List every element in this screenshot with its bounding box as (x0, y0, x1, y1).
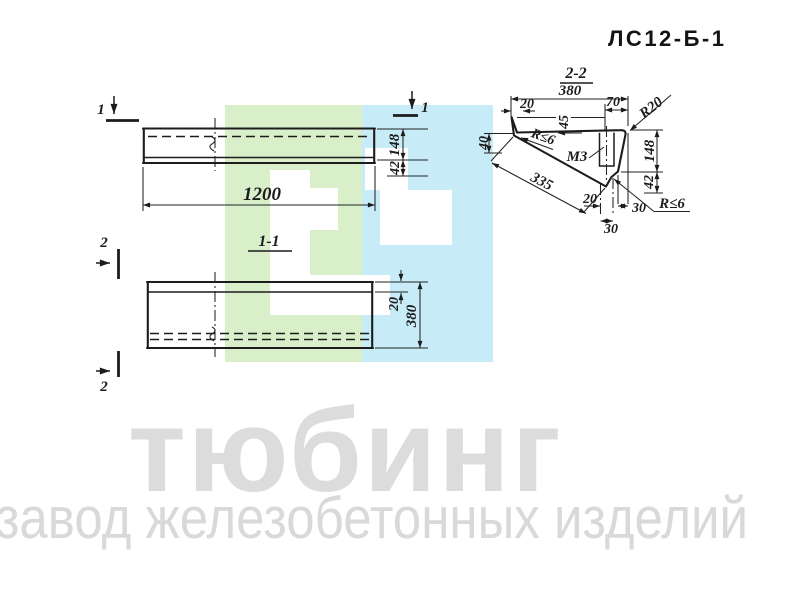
section-view: 2-2 380 20 70 R20 (477, 65, 690, 237)
watermark-subtitle: завод железобетонных изделий (0, 486, 749, 551)
dim-70-label: 70 (606, 95, 620, 110)
dim-1200-label: 1200 (243, 184, 282, 205)
radius-r20-label: R20 (636, 94, 667, 123)
factory-logo (225, 105, 493, 362)
drawing-code: ЛС12-Б-1 (608, 26, 727, 51)
section-mark-1-right: 1 (421, 100, 429, 116)
section-view-label: 2-2 (564, 65, 586, 82)
main-view: 1 1 148 42 1200 (97, 91, 429, 211)
section-mark-2-bottom: 2 (99, 379, 108, 395)
dim-148-label: 148 (387, 133, 403, 156)
radius-r6-bottom-label: R≤6 (658, 196, 685, 212)
logo-pixel-cut (380, 190, 452, 245)
thread-m3-label: M3 (566, 149, 588, 165)
dim-148-section-label: 148 (642, 139, 658, 162)
logo-pixel-cut (310, 188, 338, 230)
plan-view-label: 1-1 (258, 233, 279, 250)
dim-335-label: 335 (527, 169, 556, 194)
dim-42-label: 42 (388, 161, 403, 176)
dim-bottom-30b-label: 30 (603, 222, 618, 237)
dim-bottom-20-label: 20 (582, 192, 597, 207)
dim-20-offset-label: 20 (519, 97, 534, 112)
dim-380-section-label: 380 (558, 83, 582, 99)
plan-view: 1-1 2 2 20 380 (96, 233, 428, 395)
logo-pixel-cut (270, 170, 310, 315)
section-mark-2-top: 2 (99, 235, 108, 251)
dim-380-label: 380 (404, 304, 420, 328)
dim-40-label: 40 (477, 136, 492, 151)
dim-45-label: 45 (557, 115, 572, 130)
section-mark-1-left: 1 (97, 102, 105, 118)
watermark-brand: тюбинг (128, 385, 563, 517)
dim-42-section-label: 42 (642, 175, 657, 190)
dim-bottom-30a-label: 30 (631, 201, 646, 216)
dim-20-label: 20 (387, 297, 402, 312)
